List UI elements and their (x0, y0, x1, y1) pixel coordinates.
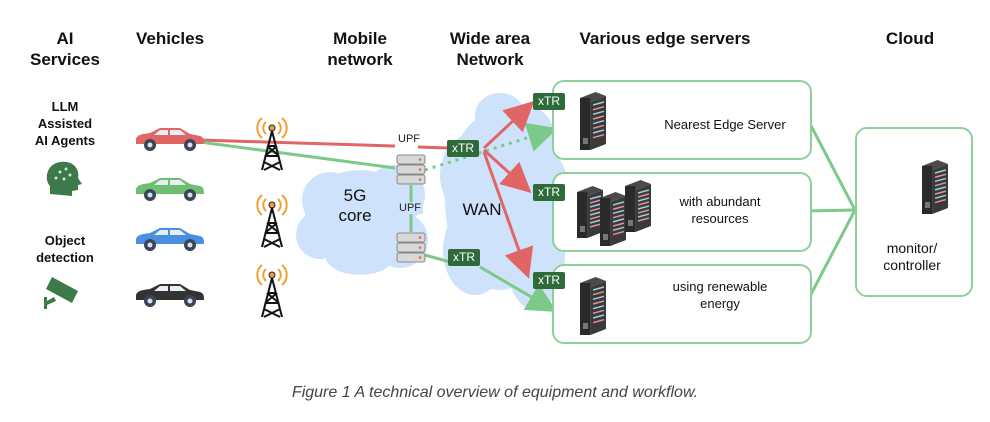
upf-label: UPF (397, 202, 423, 214)
figure-caption: Figure 1 A technical overview of equipme… (291, 384, 699, 401)
header-cloud: Cloud (885, 29, 935, 48)
header-vehicles: Vehicles (135, 29, 205, 48)
xtr-router-badge: xTR (533, 184, 565, 201)
red-path-car-upf (199, 138, 396, 148)
upf-label: UPF (396, 133, 422, 145)
red-arrow-edge1 (482, 100, 535, 150)
upf-server-icon (396, 154, 426, 185)
header-ai-services: AI Services (30, 29, 100, 69)
cloud-controller-box (855, 127, 973, 297)
header-edge-servers: Various edge servers (579, 29, 751, 48)
cloud-controller-label: monitor/ controller (883, 240, 941, 273)
red-arrow-edge3 (482, 151, 534, 279)
edge2-cloud-link (807, 208, 856, 213)
green-path-upf-xtr (424, 253, 451, 264)
header-mobile-network: Mobile network (327, 29, 393, 69)
red-arrow-edge2 (482, 148, 532, 194)
green-path-car-upf (199, 140, 396, 170)
cell-tower-icon (256, 194, 288, 248)
red-path-upf-xtr (417, 145, 449, 150)
dotted-green-path (424, 122, 558, 172)
service-llm-agents-label: LLM Assisted AI Agents (34, 99, 96, 148)
car-icon (136, 284, 204, 307)
edge-server-label: with abundant resources (679, 194, 761, 226)
xtr-router-badge: xTR (447, 140, 479, 157)
header-wan: Wide area Network (449, 29, 531, 69)
upf-server-icon (396, 232, 426, 263)
xtr-router-badge: xTR (533, 272, 565, 289)
wan-label: WAN (462, 200, 502, 219)
car-icon (136, 228, 204, 251)
security-camera-icon (44, 277, 78, 309)
rack-server-icon (625, 180, 651, 232)
xtr-router-badge: xTR (448, 249, 480, 266)
5g-core-cloud (296, 165, 428, 275)
rack-server-icon (600, 192, 626, 246)
service-object-detection-label: Object detection (36, 233, 94, 265)
cell-tower-icon (256, 264, 288, 318)
rack-server-icon (580, 277, 606, 335)
rack-server-icon (577, 186, 603, 238)
5g-core-label: 5G core (338, 186, 372, 225)
brain-head-icon (46, 161, 82, 196)
edge-server-label: using renewable energy (672, 279, 768, 311)
rack-server-icon (922, 160, 948, 214)
edge3-cloud-link (806, 209, 857, 301)
edge1-cloud-link (806, 119, 857, 211)
xtr-router-badge: xTR (533, 93, 565, 110)
edge-server-label: Nearest Edge Server (664, 117, 786, 132)
cell-tower-icon (256, 117, 288, 171)
car-icon (136, 178, 204, 201)
green-path-xtr-edge3 (479, 265, 558, 313)
car-icon (136, 128, 204, 151)
rack-server-icon (580, 92, 606, 150)
